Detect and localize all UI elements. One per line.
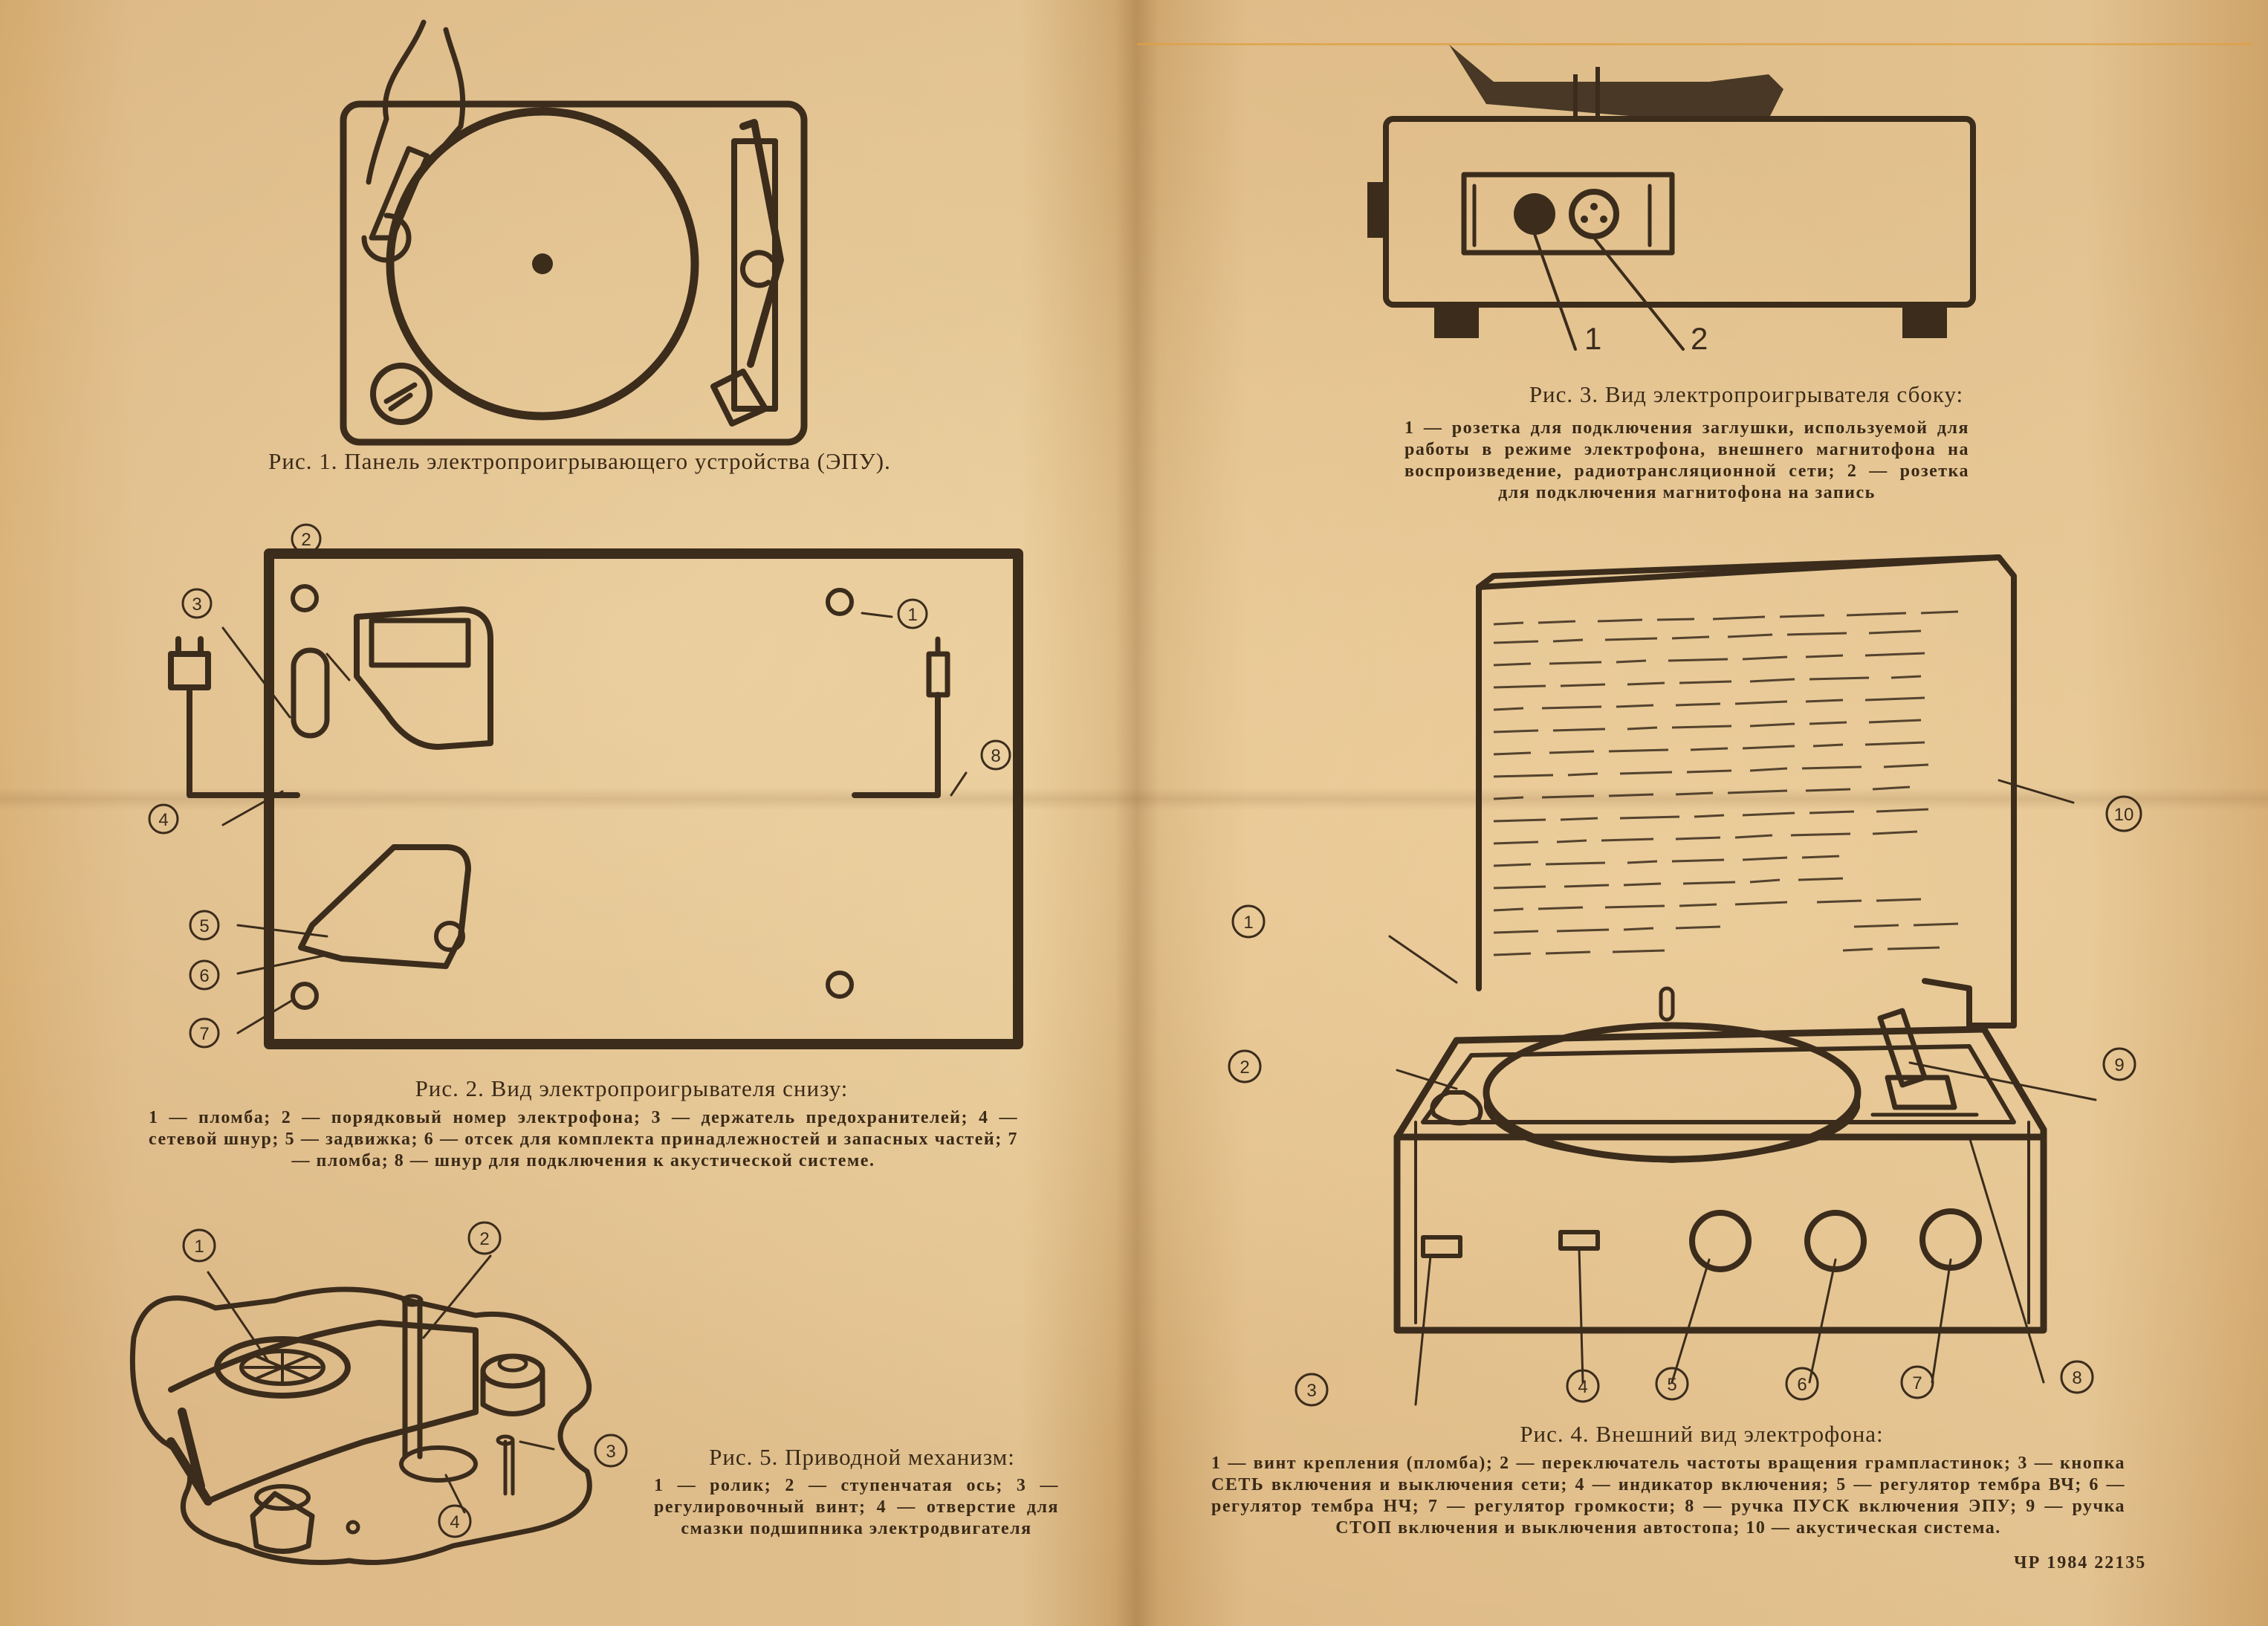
fig2-callout-7: 7	[189, 1017, 220, 1049]
center-fold	[1115, 0, 1159, 1626]
svg-text:2: 2	[1691, 321, 1708, 356]
fig4-callout-10: 10	[2105, 795, 2142, 832]
fig5-callout-4: 4	[438, 1504, 472, 1538]
fig4-caption: Рис. 4. Внешний вид электрофона:	[1520, 1421, 1884, 1447]
svg-text:3: 3	[606, 1442, 615, 1462]
svg-text:10: 10	[2114, 805, 2134, 825]
fig5-drive-mechanism-drawing	[129, 1254, 592, 1565]
fig4-external-view-drawing	[1388, 554, 2097, 1406]
fig2-callout-6: 6	[189, 959, 220, 991]
fig4-callout-9: 9	[2102, 1047, 2136, 1081]
fig4-callout-3: 3	[1295, 1373, 1329, 1407]
top-margin-line	[1137, 43, 2252, 45]
fig3-legend: 1 — розетка для подключения заглушки, ис…	[1404, 418, 1969, 502]
svg-text:6: 6	[1797, 1375, 1807, 1395]
svg-text:2: 2	[301, 530, 311, 550]
horizontal-fold	[0, 788, 2268, 810]
svg-text:2: 2	[479, 1229, 489, 1249]
fig2-callout-1: 1	[897, 598, 928, 629]
fig2-callout-5: 5	[189, 910, 220, 941]
fig2-callout-4: 4	[148, 803, 179, 835]
fig5-callout-3: 3	[594, 1434, 628, 1468]
imprint-code: ЧР 1984 22135	[2014, 1553, 2147, 1572]
fig5-caption: Рис. 5. Приводной механизм:	[709, 1444, 1015, 1470]
svg-text:2: 2	[1240, 1057, 1249, 1078]
fig5-callout-1: 1	[182, 1228, 216, 1263]
fig2-bottom-view-drawing	[168, 548, 1023, 1049]
fig4-callout-1: 1	[1231, 904, 1266, 939]
svg-text:4: 4	[450, 1512, 459, 1532]
fig2-callout-3: 3	[181, 588, 213, 619]
fig1-epu-panel-drawing	[340, 19, 808, 446]
fig3-side-view-drawing: 1 2	[1367, 45, 1976, 356]
fig4-grill-lines	[1493, 629, 1959, 956]
fig2-callout-8: 8	[980, 739, 1011, 771]
fig4-legend: 1 — винт крепления (пломба); 2 — переклю…	[1211, 1454, 2125, 1538]
svg-text:5: 5	[199, 916, 209, 936]
svg-text:8: 8	[2072, 1368, 2081, 1388]
fig4-callout-4: 4	[1566, 1369, 1600, 1403]
svg-text:5: 5	[1667, 1375, 1676, 1395]
svg-text:1: 1	[1243, 913, 1253, 933]
svg-text:3: 3	[1306, 1381, 1316, 1401]
fig3-caption: Рис. 3. Вид электропроигрывателя сбоку:	[1529, 381, 1964, 407]
fig4-callout-6: 6	[1785, 1367, 1819, 1401]
svg-text:3: 3	[192, 595, 201, 615]
fig2-callout-2: 2	[291, 523, 322, 554]
fig4-callout-2: 2	[1228, 1049, 1262, 1084]
fig1-caption: Рис. 1. Панель электропроигрывающего уст…	[268, 448, 891, 474]
svg-text:8: 8	[991, 746, 1000, 766]
fig5-callout-2: 2	[467, 1221, 502, 1255]
fig4-callout-8: 8	[2060, 1360, 2094, 1394]
svg-text:9: 9	[2114, 1055, 2124, 1075]
svg-text:1: 1	[907, 605, 917, 625]
svg-text:4: 4	[158, 810, 168, 830]
svg-text:4: 4	[1578, 1377, 1587, 1397]
svg-text:7: 7	[199, 1024, 209, 1044]
fig4-callout-7: 7	[1900, 1365, 1934, 1399]
fig2-legend: 1 — пломба; 2 — порядковый номер электро…	[149, 1108, 1018, 1170]
svg-text:6: 6	[199, 966, 209, 986]
svg-text:1: 1	[194, 1237, 204, 1257]
fig4-callout-5: 5	[1655, 1367, 1689, 1401]
fig5-legend: 1 — ролик; 2 — ступенчатая ось; 3 — регу…	[654, 1476, 1059, 1538]
fig2-caption: Рис. 2. Вид электропроигрывателя снизу:	[415, 1075, 849, 1101]
svg-text:7: 7	[1912, 1373, 1922, 1393]
svg-text:1: 1	[1584, 321, 1601, 356]
